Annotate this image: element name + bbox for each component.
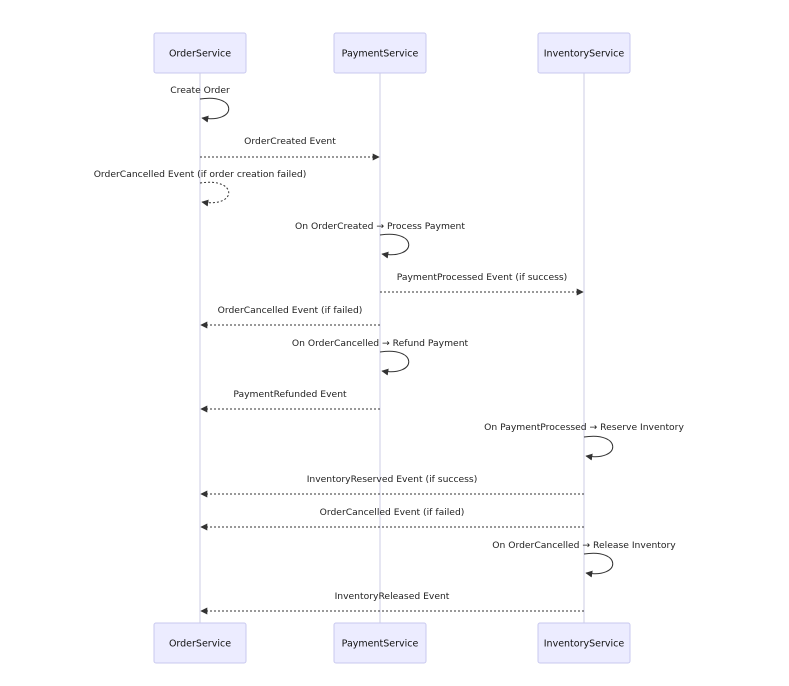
message-label: OrderCancelled Event (if failed) xyxy=(218,305,363,316)
actor-inventory-top: InventoryService xyxy=(537,32,631,74)
actors-bottom: OrderService PaymentService InventoryServi… xyxy=(153,622,631,664)
actor-box xyxy=(333,32,427,74)
message-label: OrderCreated Event xyxy=(244,136,336,147)
self-message-arrow xyxy=(379,233,410,259)
message-label: PaymentProcessed Event (if success) xyxy=(397,272,568,283)
actor-payment-top: PaymentService xyxy=(333,32,427,74)
actor-box xyxy=(333,622,427,664)
message-label: On PaymentProcessed → Reserve Inventory xyxy=(484,422,684,433)
message: PaymentProcessed Event (if success) xyxy=(380,272,584,296)
message: PaymentRefunded Event xyxy=(200,389,380,413)
actor-label: OrderService xyxy=(169,639,231,650)
message: On OrderCancelled → Release Inventory xyxy=(492,540,676,578)
message-label: PaymentRefunded Event xyxy=(233,389,347,400)
self-message-arrow xyxy=(379,350,410,376)
message: Create Order xyxy=(170,85,230,123)
message: OrderCreated Event xyxy=(200,136,380,161)
message-label: OrderCancelled Event (if order creation … xyxy=(94,169,307,180)
actor-label: PaymentService xyxy=(342,639,419,650)
self-message-arrow xyxy=(583,552,614,578)
message-label: Create Order xyxy=(170,85,230,96)
message: On OrderCancelled → Refund Payment xyxy=(292,338,469,376)
actor-label: PaymentService xyxy=(342,49,419,60)
message: OrderCancelled Event (if failed) xyxy=(200,305,380,329)
message-label: InventoryReleased Event xyxy=(335,591,450,602)
message: On PaymentProcessed → Reserve Inventory xyxy=(484,422,684,461)
actor-label: InventoryService xyxy=(544,49,625,60)
actors-top: OrderService PaymentService InventoryServi… xyxy=(153,32,631,74)
actor-box xyxy=(537,622,631,664)
actor-box xyxy=(153,622,247,664)
message-label: InventoryReserved Event (if success) xyxy=(307,474,478,485)
actor-order-bottom: OrderService xyxy=(153,622,247,664)
message: InventoryReleased Event xyxy=(200,591,584,615)
message-label: OrderCancelled Event (if failed) xyxy=(320,507,465,518)
actor-inventory-bottom: InventoryService xyxy=(537,622,631,664)
actor-label: OrderService xyxy=(169,49,231,60)
message: InventoryReserved Event (if success) xyxy=(200,474,584,498)
actor-payment-bottom: PaymentService xyxy=(333,622,427,664)
message: On OrderCreated → Process Payment xyxy=(295,221,465,259)
lifelines xyxy=(199,73,585,623)
self-message-arrow xyxy=(583,435,614,461)
message-label: On OrderCancelled → Release Inventory xyxy=(492,540,676,551)
message: OrderCancelled Event (if failed) xyxy=(200,507,584,531)
message-label: On OrderCreated → Process Payment xyxy=(295,221,465,232)
actor-order-top: OrderService xyxy=(153,32,247,74)
actor-label: InventoryService xyxy=(544,639,625,650)
message-label: On OrderCancelled → Refund Payment xyxy=(292,338,469,349)
actor-box xyxy=(153,32,247,74)
self-message-arrow xyxy=(199,97,230,123)
self-message-arrow xyxy=(199,181,230,207)
message: OrderCancelled Event (if order creation … xyxy=(94,169,307,207)
actor-box xyxy=(537,32,631,74)
